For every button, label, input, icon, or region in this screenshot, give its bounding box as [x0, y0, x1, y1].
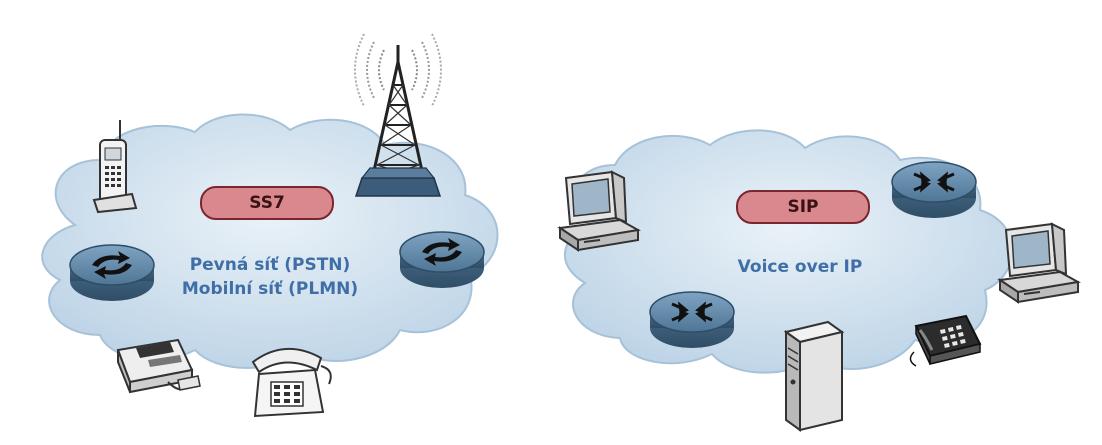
- fax-machine-icon: [116, 338, 201, 394]
- router-voip-top-icon: [891, 161, 977, 218]
- desktop-computer-right-icon: [997, 222, 1081, 304]
- pstn-plmn-label: Pevná síť (PSTN) Mobilní síť (PLMN): [160, 253, 380, 301]
- plmn-label: Mobilní síť (PLMN): [181, 279, 359, 299]
- pstn-label: Pevná síť (PSTN): [189, 255, 351, 275]
- router-pstn-right-icon: [399, 231, 485, 288]
- desktop-computer-icon: [557, 170, 641, 252]
- voip-label-text: Voice over IP: [737, 257, 863, 277]
- router-left-icon: [69, 244, 155, 301]
- ss7-protocol-badge: SS7: [200, 186, 334, 220]
- sip-protocol-badge: SIP: [736, 190, 870, 224]
- ss7-label: SS7: [249, 193, 285, 213]
- cell-tower-icon: [354, 33, 442, 197]
- desk-telephone-icon: [251, 347, 332, 418]
- router-voip-bottom-icon: [649, 291, 735, 348]
- server-tower-icon: [783, 320, 845, 432]
- ip-phone-icon: [909, 314, 982, 367]
- voip-label: Voice over IP: [700, 255, 900, 279]
- sip-label: SIP: [787, 197, 819, 217]
- cordless-phone-icon: [92, 120, 138, 214]
